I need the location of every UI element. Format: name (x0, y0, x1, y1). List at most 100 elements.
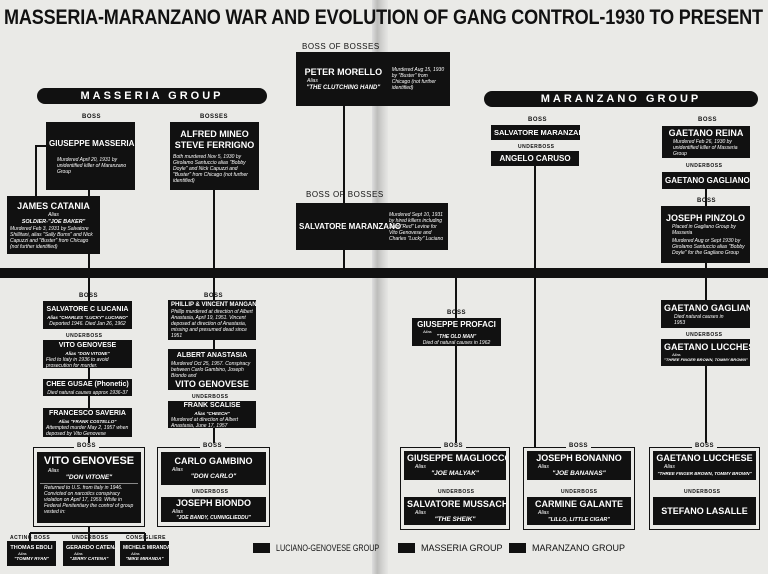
boss-frame-genovese: BOSS (33, 443, 145, 527)
legend-label: MARANZANO GROUP (532, 543, 626, 553)
page-fold (372, 0, 388, 574)
maranzano-group-banner: MARANZANO GROUP (484, 91, 758, 107)
person-vito-genovese-boss: VITO GENOVESE Alias "DON VITONE" Returne… (37, 452, 141, 523)
role-label: UNDERBOSS (438, 489, 475, 495)
person-note: Deported 1946. Died Jan 26, 1962 (49, 320, 126, 327)
role-label: BOSS (74, 443, 100, 449)
timeline-divider (0, 268, 768, 278)
person-note: Murdered Aug or Sept 1930 by Girolamo Sa… (672, 238, 745, 256)
person-name: CHEE GUSAE (Phonetic) (46, 381, 129, 388)
person-alias: "JOE BANANAS" (552, 470, 606, 477)
person-albert-anastasia: ALBERT ANASTASIA Murdered Oct 25, 1957. … (168, 349, 256, 390)
person-name: SALVATORE MUSSACHIO (407, 498, 506, 509)
person-alias: "THE CLUTCHING HAND" (306, 84, 381, 91)
person-name: THOMAS EBOLI (10, 545, 53, 551)
alias-label: Alias (48, 211, 59, 218)
person-salvatore-lucania: SALVATORE C LUCANIA Alias "CHARLES "LUCK… (43, 301, 132, 329)
person-note: Phillip murdered at direction of Albert … (171, 309, 253, 339)
person-phillip-vincent-mangano: PHILLIP & VINCENT MANGANO Phillip murder… (168, 300, 256, 340)
alias-label: Alias (415, 464, 426, 470)
person-alias: "THE SHEIK" (434, 515, 476, 523)
person-frank-scalise: FRANK SCALISE Alias "CHEECH" Murdered at… (168, 401, 256, 428)
person-note: Murdered Aug 15, 1930 by "Buster" from C… (391, 67, 445, 91)
person-note: Murdered Feb 26, 1930 by unidentified ki… (673, 138, 738, 157)
person-name: ALBERT ANASTASIA (176, 351, 248, 359)
role-label: UNDERBOSS (518, 144, 555, 150)
role-label: BOSS (447, 310, 467, 316)
role-label: UNDERBOSS (192, 394, 229, 400)
role-label: BOSS (566, 443, 592, 449)
person-stefano-lasalle: STEFANO LASALLE (653, 497, 756, 525)
person-gerardo-catena: GERARDO CATENA Alias "JERRY CATENA" (63, 541, 115, 566)
person-alias: Alias "CHARLES "LUCKY" LUCIANO" (47, 314, 128, 320)
person-gaetano-gagliano-underboss: GAETANO GAGLIANO (662, 172, 750, 189)
person-name: CARLO GAMBINO (174, 456, 253, 466)
person-alias: Alias "CHEECH" (194, 411, 230, 416)
boss-frame-bonanno: BOSS (523, 443, 635, 530)
alias-label: Alias (18, 551, 27, 556)
divider (40, 483, 138, 484)
person-name: PHILLIP & VINCENT MANGANO (171, 302, 256, 308)
person-alfred-mineo-steve-ferrigno: ALFRED MINEO STEVE FERRIGNO Both murdere… (170, 122, 259, 190)
role-label: UNDERBOSS (72, 535, 109, 541)
person-alias: SOLDIER-"JOE BAKER" (21, 218, 86, 225)
person-note: Died natural causes approx 1936-37 (47, 390, 128, 396)
person-gaetano-reina: GAETANO REINA Murdered Feb 26, 1930 by u… (662, 126, 750, 158)
person-name: VITO GENOVESE (43, 455, 135, 467)
person-joseph-bonanno: JOSEPH BONANNO Alias "JOE BANANAS" (527, 451, 631, 480)
alias-label: Alias (538, 464, 549, 470)
person-joseph-biondo: JOSEPH BIONDO Alias "JOE BANDY, CUNNIGLI… (161, 497, 266, 522)
person-note: Died of natural causes in 1962 (422, 339, 491, 346)
role-label: BOSS (200, 443, 226, 449)
person-francesco-saveria: FRANCESCO SAVERIA Alias "FRANK COSTELLO"… (43, 408, 132, 437)
person-salvatore-maranzano: SALVATORE MARANZANO (491, 125, 580, 140)
person-name: STEFANO LASALLE (661, 505, 748, 516)
legend-swatch (509, 543, 526, 553)
connector (29, 527, 146, 541)
person-salvatore-mussachio: SALVATORE MUSSACHIO Alias "THE SHEIK" (404, 497, 506, 525)
person-note: Murdered Oct 25, 1957. Conspiracy betwee… (171, 360, 251, 379)
role-label: BOSSES (200, 114, 229, 120)
person-name: CARMINE GALANTE (535, 498, 623, 509)
connector (35, 145, 46, 196)
person-name: JOSEPH BONANNO (536, 453, 622, 463)
person-alias: "DON CARLO" (190, 473, 237, 480)
person-name: GAETANO LUCCHESE (664, 342, 750, 352)
person-name: GAETANO REINA (668, 127, 744, 138)
alias-label: Alias (672, 352, 681, 357)
role-label: UNDERBOSS (192, 489, 229, 495)
alias-label: Alias (415, 509, 426, 516)
role-label: UNDERBOSS (684, 489, 721, 495)
person-salvatore-maranzano-boss-of-bosses: SALVATORE MARANZANO Murdered Sept 10, 19… (296, 203, 448, 250)
person-note: Attempted murder May 2, 1957 when depose… (46, 425, 129, 437)
alias-label: Alias (423, 328, 432, 334)
person-name: SALVATORE MARANZANO (299, 222, 402, 231)
person-name: VITO GENOVESE (58, 341, 117, 349)
person-name: GIUSEPPE MASSERIA (49, 138, 135, 148)
person-giuseppe-profaci: GIUSEPPE PROFACI Alias "THE OLD MAN" Die… (412, 318, 501, 346)
person-name: FRANCESCO SAVERIA (49, 410, 126, 417)
person-vito-genovese-underboss: VITO GENOVESE Alias "DON VITONE" Fled to… (43, 340, 132, 368)
role-label: BOSS (79, 293, 99, 299)
person-alias: "JERRY CATENA" (69, 556, 109, 561)
chart-title: MASSERIA-MARANZANO WAR AND EVOLUTION OF … (4, 6, 763, 29)
role-label: UNDERBOSS (686, 163, 723, 169)
person-alias: "THE OLD MAN" (436, 333, 477, 340)
role-label: UNDERBOSS (561, 489, 598, 495)
person-alias: "MIKE MIRANDA" (125, 556, 164, 561)
role-label: BOSS (692, 443, 718, 449)
person-note: Both murdered Nov 5, 1930 by Girolamo Sa… (173, 153, 248, 184)
person-note: Murdered April 20, 1931 by unidentified … (57, 156, 127, 175)
role-label: BOSS (82, 114, 102, 120)
person-name: SALVATORE MARANZANO (494, 128, 580, 137)
alias-label: Alias (48, 468, 59, 474)
person-gaetano-lucchese-boss: GAETANO LUCCHESE Alias "THREE FINGER BRO… (653, 451, 756, 480)
person-name: ANGELO CARUSO (499, 154, 571, 163)
role-label: BOSS (697, 198, 717, 204)
person-giuseppe-masseria: GIUSEPPE MASSERIA Murdered April 20, 193… (46, 122, 135, 190)
role-label: UNDERBOSS (66, 333, 103, 339)
person-name: GIUSEPPE MAGLIOCCO (407, 453, 506, 463)
person-note: Fled to Italy in 1936 to avoid prosecuti… (46, 356, 109, 369)
